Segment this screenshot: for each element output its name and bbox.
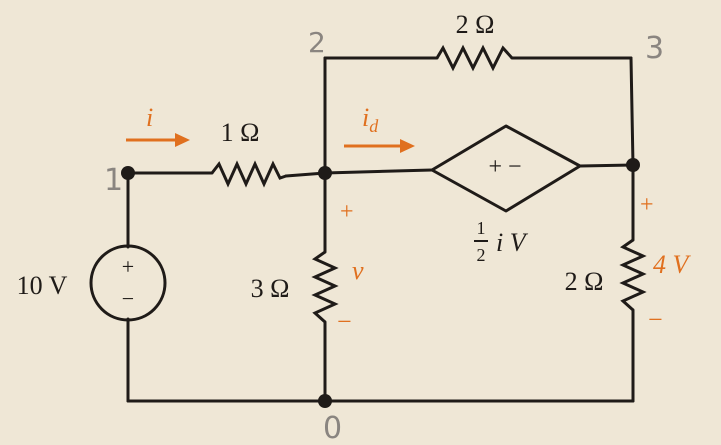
label-10-volts: 10 V xyxy=(17,271,68,300)
dependent-source-suffix: i V xyxy=(496,228,529,257)
source-minus: − xyxy=(122,286,134,311)
right-minus-sign: − xyxy=(648,305,663,334)
source-plus: + xyxy=(122,254,134,279)
wire-diamond-nb xyxy=(578,163,635,168)
node-label-1: 1 xyxy=(104,163,123,198)
wire-na-diamond xyxy=(323,168,434,175)
current-i-label: i xyxy=(146,103,153,132)
current-id-arrow xyxy=(344,139,415,153)
wires xyxy=(126,56,635,403)
resistor-top-2-ohm xyxy=(435,44,514,72)
wire-right-top xyxy=(629,56,635,167)
resistor-3-ohm xyxy=(311,250,339,324)
resistor-right-2-ohm xyxy=(619,238,647,312)
voltage-source: + − xyxy=(89,244,167,322)
node-dot-2-junction xyxy=(318,166,332,180)
dependent-source-signs: + − xyxy=(488,154,521,180)
right-voltage-label: 4 V xyxy=(653,250,692,279)
current-id-label: id xyxy=(362,103,379,136)
resistor-1-ohm xyxy=(210,160,287,188)
label-right-2-ohm: 2 Ω xyxy=(565,267,604,296)
label-1-ohm: 1 Ω xyxy=(221,118,260,147)
fraction-denominator: 2 xyxy=(477,245,486,265)
node-dot-1 xyxy=(121,166,135,180)
fraction-numerator: 1 xyxy=(477,218,486,238)
dependent-source-value: 1 2 i V xyxy=(474,218,529,265)
node-label-0: 0 xyxy=(323,411,342,445)
current-i-arrow xyxy=(126,133,190,147)
v-minus-sign: − xyxy=(337,307,352,336)
label-3-ohm: 3 Ω xyxy=(251,274,290,303)
node-dot-0 xyxy=(318,394,332,408)
v-plus-sign: + xyxy=(340,199,354,225)
node-label-3: 3 xyxy=(645,31,664,66)
voltage-v-label: v xyxy=(352,256,364,285)
label-top-2-ohm: 2 Ω xyxy=(456,10,495,39)
node-label-2: 2 xyxy=(308,26,326,59)
dependent-source: + − xyxy=(430,124,582,213)
right-plus-sign: + xyxy=(640,192,654,218)
node-dot-3-junction xyxy=(626,158,640,172)
